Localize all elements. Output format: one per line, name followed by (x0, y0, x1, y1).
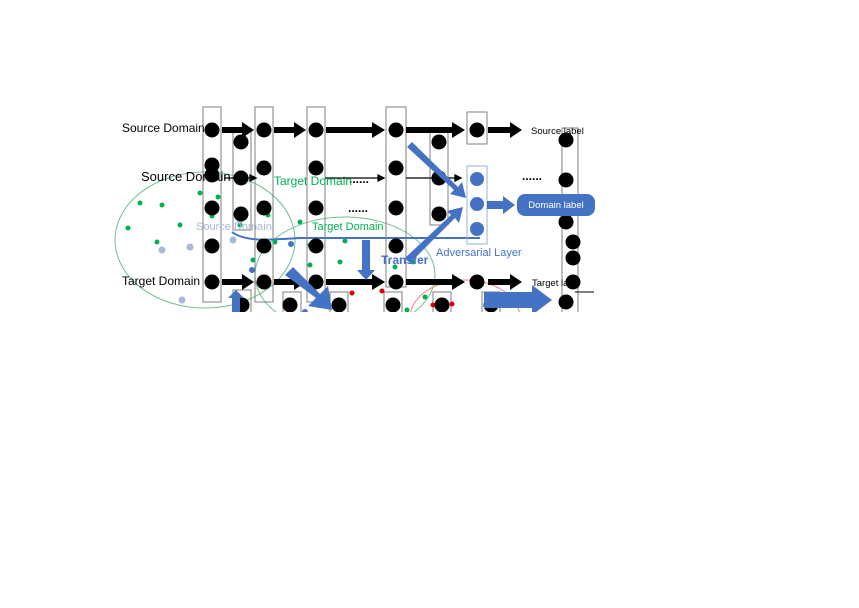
small-arrow (228, 290, 244, 312)
domain-arrow (487, 196, 515, 214)
column-box (383, 291, 403, 312)
blue-arrows (228, 142, 552, 312)
target-domain-row-label: Target Domain (122, 274, 200, 288)
source-domain-big-label: Source Domain (141, 169, 231, 184)
column-box (329, 291, 349, 312)
transfer-label: Transfer (381, 253, 429, 267)
source-label-text: Source label (531, 126, 584, 137)
ellipsis-mid: ...... (349, 172, 369, 186)
column-box (432, 291, 452, 312)
target-domain-overlay-label: Target Domain (274, 174, 352, 188)
target-label-text: Target la (532, 278, 569, 289)
adversarial-nodes (470, 172, 484, 236)
flow-arrow (326, 122, 385, 138)
blue-curve (231, 231, 480, 241)
red-cluster (410, 279, 520, 312)
transfer-big-arrow (285, 267, 332, 310)
source-flow-arrows (222, 122, 522, 138)
domain-label-text: Domain label (528, 200, 583, 211)
flow-arrow (488, 122, 522, 138)
domain-label-box (517, 194, 595, 216)
source-domain-cluster (114, 171, 296, 309)
source-domain-faint-label: Source Domain (196, 221, 272, 233)
column-box (202, 106, 222, 303)
flow-arrow (406, 122, 465, 138)
column-box (466, 111, 488, 145)
flow-arrow (274, 122, 306, 138)
diagonal-arrow-up (405, 207, 463, 263)
ellipsis-top: ...... (522, 169, 542, 183)
flow-arrow (406, 274, 465, 290)
ellipsis-lower: ...... (348, 201, 368, 215)
flow-arrow (326, 274, 385, 290)
green-points (125, 190, 428, 312)
source-domain-row-label: Source Domain (122, 121, 205, 135)
flow-arrow (488, 274, 522, 290)
transfer-down-arrow (357, 240, 375, 280)
target-big-arrow (484, 285, 552, 312)
diagonal-arrow-down (407, 142, 466, 198)
target-domain-green-label: Target Domain (312, 221, 384, 233)
flow-arrow (222, 274, 254, 290)
adversarial-layer-label: Adversarial Layer (436, 247, 522, 259)
flow-arrow (222, 122, 254, 138)
light-blue-points (158, 216, 244, 304)
neuron-nodes (204, 122, 581, 312)
blue-points (249, 241, 308, 312)
column-box (282, 291, 302, 312)
column-box (254, 106, 274, 303)
red-points (349, 288, 455, 308)
